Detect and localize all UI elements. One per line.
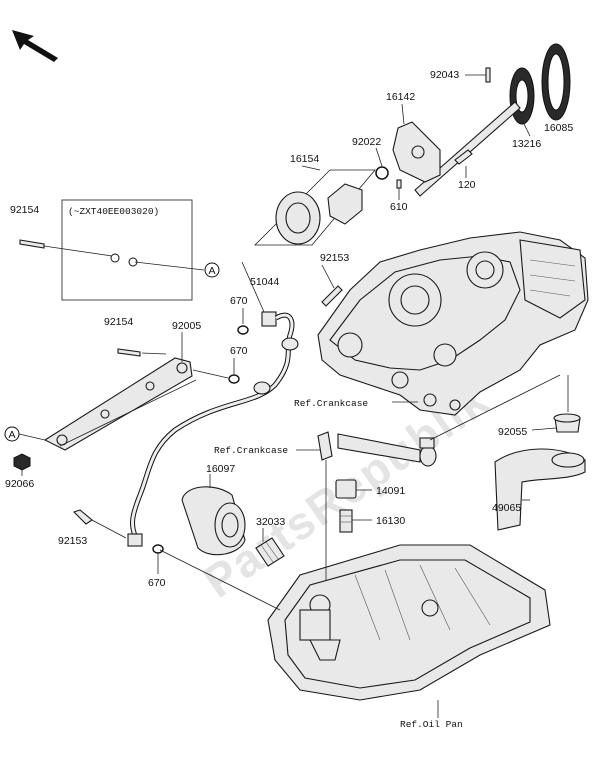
pump-gear-13216-drawing xyxy=(414,67,535,197)
label-92154-lower: 92154 xyxy=(104,316,133,328)
part-labels: 92043 16142 16085 13216 92022 16154 120 … xyxy=(5,69,573,730)
label-51044: 51044 xyxy=(250,276,279,288)
bolt-120-drawing xyxy=(454,149,473,165)
pin-92043-drawing xyxy=(485,67,491,83)
leader-lines xyxy=(21,74,569,718)
ref-marker-a-lower-label: A xyxy=(9,429,16,441)
label-92043: 92043 xyxy=(430,69,459,81)
crankcase-drawing xyxy=(317,231,589,416)
o-ring-92022-drawing xyxy=(375,166,389,180)
label-92066: 92066 xyxy=(5,478,34,490)
label-16085: 16085 xyxy=(544,122,573,134)
label-92022: 92022 xyxy=(352,136,381,148)
o-ring-670-b-drawing xyxy=(228,374,240,384)
ref-marker-a-top-label: A xyxy=(209,265,216,277)
label-92153-upper: 92153 xyxy=(320,252,349,264)
guide-49065-drawing xyxy=(494,448,586,531)
label-670-c: 670 xyxy=(148,577,166,589)
label-ref-crankcase-1: Ref.Crankcase xyxy=(294,398,368,409)
label-ref-oil-pan: Ref.Oil Pan xyxy=(400,719,463,730)
oil-pan-drawing xyxy=(267,544,551,701)
variant-note-text: (~ZXT40EE003020) xyxy=(68,206,159,217)
label-16142: 16142 xyxy=(386,91,415,103)
label-92154-top: 92154 xyxy=(10,204,39,216)
oil-pipe-51044-drawing xyxy=(127,311,299,547)
label-670-a: 670 xyxy=(230,295,248,307)
plug-92055-drawing xyxy=(553,413,581,433)
label-120: 120 xyxy=(458,179,476,191)
o-ring-670-c-drawing xyxy=(152,544,164,554)
bolt-92154-top-drawing xyxy=(19,239,45,249)
label-92005: 92005 xyxy=(172,320,201,332)
bolt-92154-lower-drawing xyxy=(117,348,141,357)
pipe-32033-drawing xyxy=(255,537,285,567)
label-49065: 49065 xyxy=(492,502,521,514)
ref-marker-a-top xyxy=(204,262,220,278)
pin-610-drawing xyxy=(396,179,402,189)
oil-passage-tube-drawing xyxy=(317,431,437,467)
bolt-92153-lower-drawing xyxy=(72,509,93,525)
nut-92066-drawing xyxy=(13,453,31,471)
label-14091: 14091 xyxy=(376,485,405,497)
bolt-92153-upper-drawing xyxy=(321,285,343,307)
label-13216: 13216 xyxy=(512,138,541,150)
collar-14091-drawing xyxy=(335,479,357,499)
bracket-92005-drawing xyxy=(43,357,193,451)
label-16154: 16154 xyxy=(290,153,319,165)
label-32033: 32033 xyxy=(256,516,285,528)
strainer-16130-drawing xyxy=(339,509,353,533)
label-16130: 16130 xyxy=(376,515,405,527)
label-670-b: 670 xyxy=(230,345,248,357)
o-ring-670-a-drawing xyxy=(237,325,249,335)
label-ref-crankcase-2: Ref.Crankcase xyxy=(214,445,288,456)
label-16097: 16097 xyxy=(206,463,235,475)
pump-rotor-16154-drawing xyxy=(254,169,376,246)
label-610: 610 xyxy=(390,201,408,213)
sprocket-16085-drawing xyxy=(541,43,571,121)
oil-filter-16097-drawing xyxy=(181,486,246,556)
label-92055: 92055 xyxy=(498,426,527,438)
front-direction-arrow-icon xyxy=(12,30,58,62)
label-92153-lower: 92153 xyxy=(58,535,87,547)
variant-note-box: (~ZXT40EE003020) xyxy=(61,199,205,301)
